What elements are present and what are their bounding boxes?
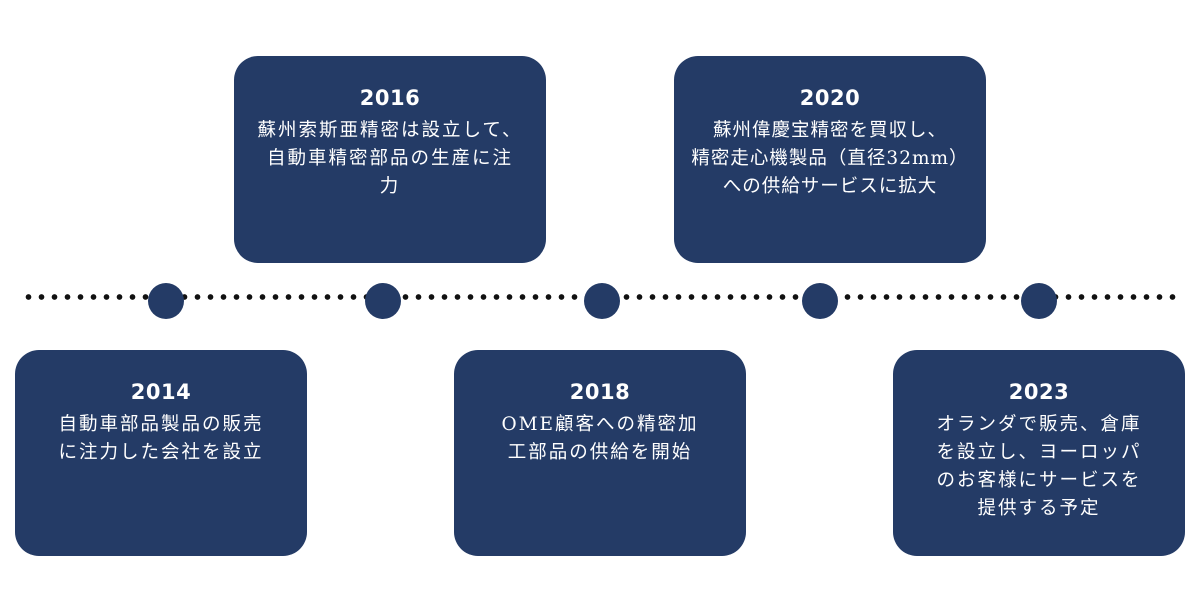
- timeline-node-2016: [365, 283, 401, 319]
- event-card-2020: 2020 蘇州偉慶宝精密を買収し、 精密走心機製品（直径32mm） への供給サー…: [674, 56, 986, 263]
- event-card-2014: 2014 自動車部品製品の販売 に注力した会社を設立: [15, 350, 307, 556]
- event-description-line: OME顧客への精密加: [501, 414, 699, 435]
- event-card-2018: 2018 OME顧客への精密加 工部品の供給を開始: [454, 350, 746, 556]
- event-card-2016: 2016 蘇州索斯亜精密は設立して、 自動車精密部品の生産に注 力: [234, 56, 546, 263]
- event-description-line: 提供する予定: [977, 498, 1101, 519]
- event-description-line: に注力した会社を設立: [58, 442, 264, 463]
- timeline-node-2023: [1021, 283, 1057, 319]
- event-year: 2023: [1008, 380, 1070, 404]
- event-year: 2020: [799, 86, 861, 110]
- event-description: 自動車部品製品の販売 に注力した会社を設立: [15, 411, 307, 467]
- event-description-line: への供給サービスに拡大: [722, 176, 938, 197]
- event-description: 蘇州偉慶宝精密を買収し、 精密走心機製品（直径32mm） への供給サービスに拡大: [674, 117, 986, 201]
- timeline-node-2014: [148, 283, 184, 319]
- event-description-line: 自動車部品製品の販売: [58, 414, 264, 435]
- event-description: オランダで販売、倉庫 を設立し、ヨーロッパ のお客様にサービスを 提供する予定: [893, 411, 1185, 523]
- event-description: OME顧客への精密加 工部品の供給を開始: [454, 411, 746, 467]
- event-description-line: を設立し、ヨーロッパ: [936, 442, 1142, 463]
- timeline-node-2018: [584, 283, 620, 319]
- event-year: 2014: [130, 380, 192, 404]
- timeline-node-2020: [802, 283, 838, 319]
- event-card-2023: 2023 オランダで販売、倉庫 を設立し、ヨーロッパ のお客様にサービスを 提供…: [893, 350, 1185, 556]
- event-description-line: 工部品の供給を開始: [507, 442, 693, 463]
- event-description-line: 精密走心機製品（直径32mm）: [691, 148, 969, 169]
- event-description-line: 蘇州索斯亜精密は設立して、: [257, 120, 523, 141]
- event-description-line: 力: [379, 176, 401, 197]
- event-year: 2016: [359, 86, 421, 110]
- event-description: 蘇州索斯亜精密は設立して、 自動車精密部品の生産に注 力: [234, 117, 546, 201]
- event-year: 2018: [569, 380, 631, 404]
- event-description-line: 自動車精密部品の生産に注: [266, 148, 513, 169]
- event-description-line: オランダで販売、倉庫: [936, 414, 1142, 435]
- event-description-line: 蘇州偉慶宝精密を買収し、: [712, 120, 947, 141]
- event-description-line: のお客様にサービスを: [936, 470, 1142, 491]
